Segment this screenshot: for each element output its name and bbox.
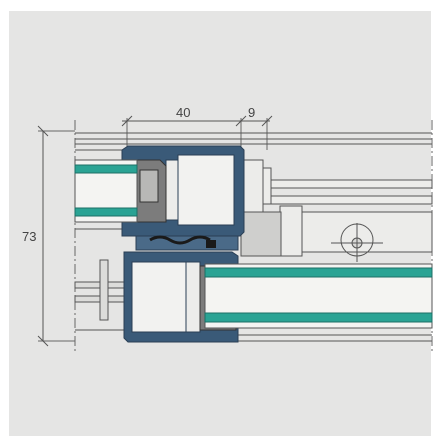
dimension-label-73: 73 xyxy=(22,229,36,244)
track-hardware xyxy=(240,159,433,262)
lower-glass-pane-outer xyxy=(204,267,433,278)
interlock-gaskets xyxy=(135,235,239,251)
outer-frame-rails xyxy=(75,132,432,342)
left-rods xyxy=(74,259,126,321)
dimension-label-9: 9 xyxy=(248,105,255,120)
upper-glass-pane-outer xyxy=(74,164,138,174)
lower-glass-unit xyxy=(204,263,433,329)
dimension-lines xyxy=(37,115,273,347)
dimension-label-40: 40 xyxy=(176,105,190,120)
upper-glass-pane-inner xyxy=(74,207,138,217)
lower-glass-pane-inner xyxy=(204,312,433,323)
upper-glass-unit xyxy=(74,159,138,223)
upper-sash-profile xyxy=(121,145,245,237)
